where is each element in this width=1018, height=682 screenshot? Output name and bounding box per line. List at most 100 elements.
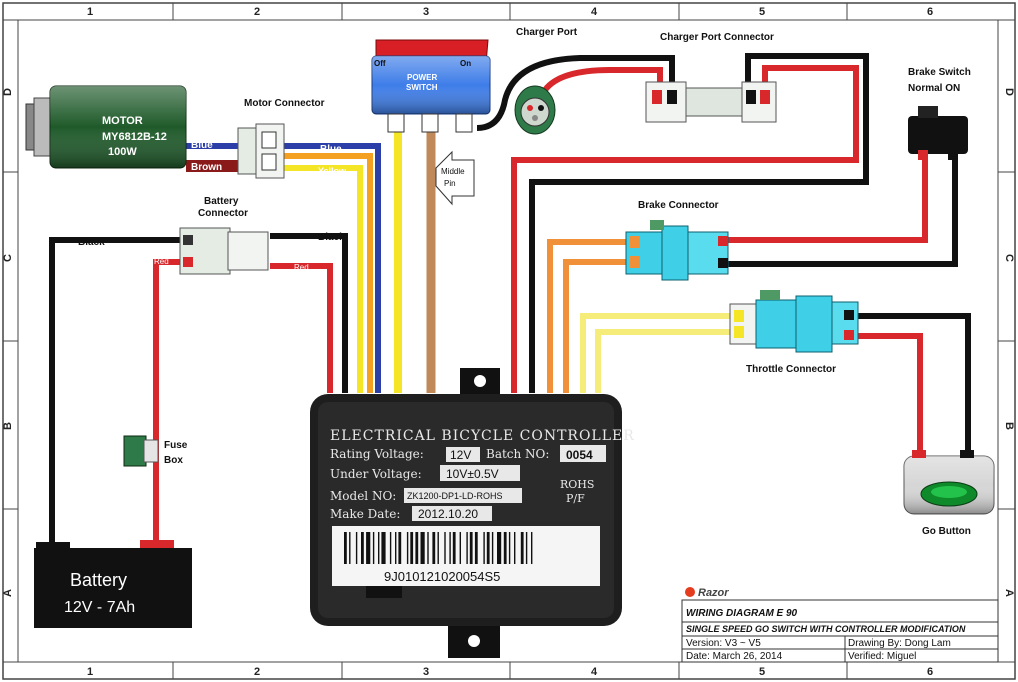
brand-label: Razor [698, 587, 729, 599]
go-button [903, 450, 995, 515]
barcode-bar [349, 532, 351, 564]
barcode-bar [449, 532, 451, 564]
barcode-bar [437, 532, 439, 564]
battery [34, 540, 192, 628]
barcode-bar [508, 532, 511, 564]
barcode-bar [520, 532, 524, 564]
battery-label-2: 12V - 7Ah [64, 599, 135, 616]
wire-red-go-button [855, 333, 923, 458]
middle-pin-arrow [435, 150, 475, 206]
motor-connector [237, 123, 285, 179]
barcode-bar [497, 532, 502, 564]
controller-title: ELECTRICAL BICYCLE CONTROLLER [330, 428, 635, 444]
controller-date-box [412, 506, 492, 521]
barcode-bar [432, 532, 436, 564]
grid-row-a-left: A [2, 589, 14, 597]
grid-col-4-top: 4 [591, 6, 598, 18]
motor-connector-label: Motor Connector [244, 98, 325, 109]
barcode-bar [355, 532, 358, 564]
wire-black-battery [49, 237, 180, 545]
grid-row-b-left: B [2, 422, 14, 430]
controller-batch-box [560, 445, 606, 462]
motor-blue-label: Blue [191, 140, 213, 151]
motor-brown-label: Brown [191, 162, 222, 173]
charger-port-connector-label: Charger Port Connector [660, 32, 774, 43]
wires [49, 53, 971, 545]
barcode-bar [410, 532, 414, 564]
power-switch-label-1: POWER [407, 73, 437, 82]
power-switch [371, 39, 491, 133]
fuse-box [123, 435, 159, 467]
barcode-bar [474, 532, 478, 564]
wire-black-go-button [855, 313, 971, 458]
grid-col-1-top: 1 [87, 6, 93, 18]
barcode-bar [466, 532, 468, 564]
barcode-bar [415, 532, 419, 564]
grid-row-c-left: C [2, 254, 14, 262]
title-block [681, 587, 999, 663]
battery-red-label: Red [154, 257, 169, 266]
controller-under-box [440, 465, 520, 481]
grid-col-5-bottom: 5 [759, 666, 765, 678]
title-block-verified: Verified: Miguel [848, 651, 916, 662]
controller-date-label: Make Date: [330, 507, 400, 521]
controller-model-box [404, 488, 522, 503]
barcode-bar [459, 532, 461, 564]
grid-col-3-bottom: 3 [423, 666, 429, 678]
motor-title: MOTOR [102, 115, 143, 127]
title-block-title: WIRING DIAGRAM E 90 [686, 608, 798, 619]
barcode-bar [420, 532, 425, 564]
barcode-bar [366, 532, 371, 564]
motor-model: MY6812B-12 [102, 131, 167, 143]
brake-connector-label: Brake Connector [638, 200, 719, 211]
barcode-bar [469, 532, 473, 564]
brake-switch-label-1: Brake Switch [908, 67, 971, 78]
wire-yellow-motor [284, 165, 363, 393]
battery-connector-label-2: Connector [198, 208, 248, 219]
grid-row-a-right: A [1003, 589, 1015, 597]
controller-red-label: Red [294, 263, 309, 272]
middle-pin-label-1: Middle [441, 167, 465, 176]
wire-label-blue: Blue [320, 144, 342, 155]
wire-red-charger-controller [511, 65, 859, 393]
controller-under-value: 10V±0.5V [446, 467, 499, 481]
barcode-bar [372, 532, 375, 564]
wire-red-brake-switch [728, 150, 928, 243]
barcode-bar [491, 532, 494, 564]
wire-black-charger-controller [529, 53, 869, 393]
go-button-label: Go Button [922, 526, 971, 537]
grid-row-c-right: C [1003, 254, 1015, 262]
wire-red-charger-port [542, 67, 663, 92]
grid-col-2-top: 2 [254, 6, 260, 18]
barcode-bar [444, 532, 446, 564]
wire-yellow-throttle-2 [595, 329, 730, 393]
middle-pin-label-2: Pin [444, 179, 456, 188]
grid-col-1-bottom: 1 [87, 666, 93, 678]
wire-black-charger-port [476, 55, 675, 131]
grid-col-4-bottom: 4 [591, 666, 598, 678]
wire-orange-brake-1 [547, 239, 630, 393]
battery-connector [179, 227, 269, 275]
wire-red-battery [153, 259, 180, 545]
barcode-bar [361, 532, 364, 564]
wire-orange-motor [284, 153, 373, 393]
controller-black-label: Black [318, 232, 345, 243]
barcode-bar [452, 532, 456, 564]
grid-col-2-bottom: 2 [254, 666, 260, 678]
brake-switch [908, 106, 968, 160]
barcode-bar [531, 532, 533, 564]
throttle-connector [729, 290, 859, 353]
grid-row-d-right: D [1003, 88, 1015, 96]
grid-col-6-top: 6 [927, 6, 933, 18]
controller-rating-value: 12V [450, 448, 471, 462]
wire-black-brake-switch [728, 150, 958, 267]
grid-col-6-bottom: 6 [927, 666, 933, 678]
title-block-version: Version: V3 ~ V5 [686, 638, 761, 649]
battery-black-label: Black [78, 237, 105, 248]
power-switch-label-2: SWITCH [406, 83, 438, 92]
battery-connector-label-1: Battery [204, 196, 239, 207]
barcode-bar [427, 532, 429, 564]
fuse-box-label-1: Fuse [164, 440, 188, 451]
controller-batch-label: Batch NO: [486, 447, 549, 461]
